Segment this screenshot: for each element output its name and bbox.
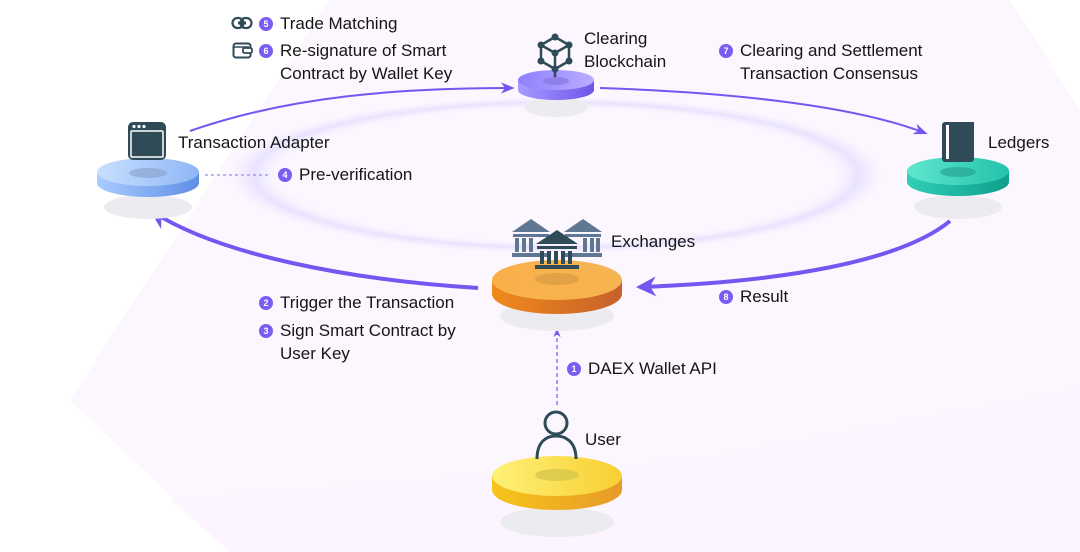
arrow-ledgers-to-exchanges	[636, 219, 952, 297]
blockchain-platform[interactable]	[518, 70, 594, 117]
step-6-badge: 6	[259, 44, 273, 58]
blockchain-label-line1: Clearing	[584, 29, 648, 48]
step-1-badge: 1	[567, 362, 581, 376]
arrow-adapter-to-blockchain	[189, 82, 515, 132]
step-6-line2: Contract by Wallet Key	[280, 64, 453, 83]
link-icon	[231, 16, 253, 30]
exchanges-label: Exchanges	[611, 232, 696, 251]
center-ring	[231, 97, 881, 253]
step-4-badge: 4	[278, 168, 292, 182]
step-3-badge: 3	[259, 324, 273, 338]
arrow-blockchain-to-ledgers	[599, 87, 928, 135]
ledgers-platform[interactable]	[907, 157, 1009, 219]
step-2-badge: 2	[259, 296, 273, 310]
step-7-text: Clearing and Settlement Transaction Cons…	[740, 40, 922, 85]
step-5-text: Trade Matching	[280, 14, 398, 33]
arrow-exchanges-to-adapter	[149, 209, 479, 290]
blockchain-label: Clearing Blockchain	[584, 27, 666, 73]
step-7-line2: Transaction Consensus	[740, 64, 918, 83]
background-tint-lower	[170, 390, 1080, 552]
user-platform[interactable]	[492, 456, 622, 537]
step-4-text: Pre-verification	[299, 165, 413, 184]
bank-buildings-icon	[512, 219, 602, 269]
step-2: 2 Trigger the Transaction	[259, 292, 454, 314]
step-5-badge: 5	[259, 17, 273, 31]
adapter-platform[interactable]	[97, 158, 199, 219]
step-6-line1: Re-signature of Smart	[280, 41, 447, 60]
step-7-badge: 7	[719, 44, 733, 58]
step-8-text: Result	[740, 287, 789, 306]
step-2-text: Trigger the Transaction	[280, 293, 455, 312]
adapter-label: Transaction Adapter	[178, 133, 330, 152]
step-3-text: Sign Smart Contract by User Key	[280, 320, 456, 365]
cube-network-icon	[537, 33, 573, 77]
step-3-line1: Sign Smart Contract by	[280, 321, 456, 340]
step-6: 6 Re-signature of Smart Contract by Wall…	[259, 40, 452, 85]
step-7: 7 Clearing and Settlement Transaction Co…	[719, 40, 922, 85]
browser-window-icon	[128, 122, 166, 160]
step-8-badge: 8	[719, 290, 733, 304]
ledgers-label: Ledgers	[988, 133, 1050, 152]
exchanges-platform[interactable]	[492, 260, 622, 331]
step-8: 8 Result	[719, 286, 788, 308]
step-1-text: DAEX Wallet API	[588, 359, 717, 378]
step-3: 3 Sign Smart Contract by User Key	[259, 320, 456, 365]
book-icon	[942, 122, 974, 162]
step-4: 4 Pre-verification	[278, 164, 412, 186]
step-1: 1 DAEX Wallet API	[567, 358, 717, 380]
blockchain-label-line2: Blockchain	[584, 52, 667, 71]
step-3-line2: User Key	[280, 344, 350, 363]
user-label: User	[585, 430, 621, 449]
wallet-icon	[232, 42, 253, 59]
user-icon	[535, 410, 578, 460]
step-5: 5 Trade Matching	[259, 13, 397, 35]
step-7-line1: Clearing and Settlement	[740, 41, 923, 60]
step-6-text: Re-signature of Smart Contract by Wallet…	[280, 40, 452, 85]
